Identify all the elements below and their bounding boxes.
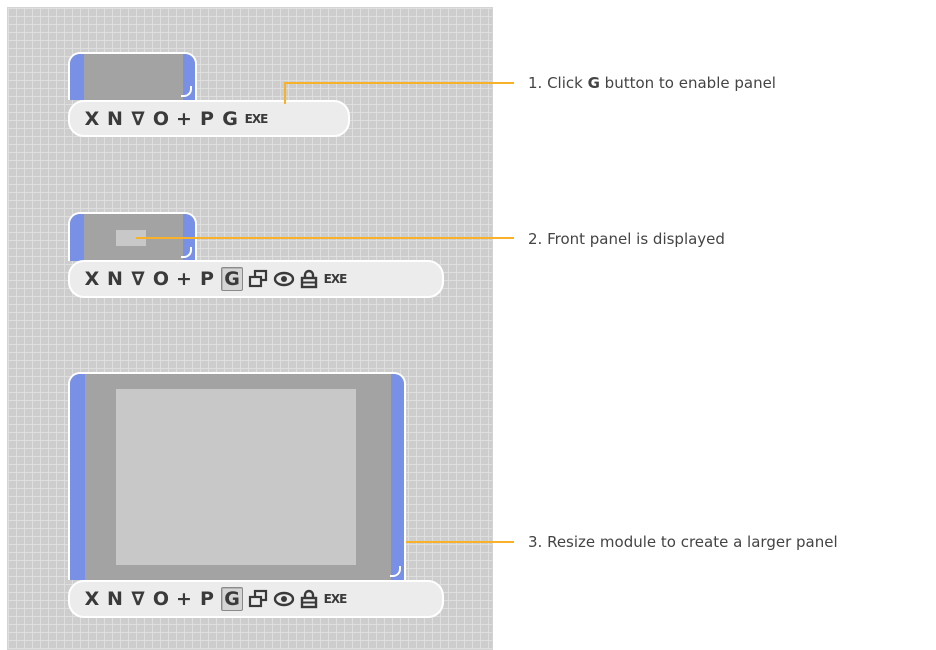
front-panel-resized [116,389,356,565]
p-button[interactable]: P [200,107,214,130]
resize-handle-icon[interactable] [181,86,192,97]
module-1-toolbar: X N ∇ O + P G EXE [68,100,350,137]
exe-button[interactable]: EXE [244,111,269,126]
n-button[interactable]: N [107,268,123,290]
callout-step-1: 1. Click G button to enable panel [528,74,776,92]
lock-icon[interactable] [300,267,318,291]
callout-step-3: 3. Resize module to create a larger pane… [528,533,838,551]
nabla-button[interactable]: ∇ [131,588,145,610]
g-button-active[interactable]: G [221,267,243,291]
module-3-screen [68,372,406,580]
blue-side-bar [70,374,85,580]
eye-icon[interactable] [273,587,295,611]
g-button-active[interactable]: G [221,587,243,611]
plus-button[interactable]: + [176,588,192,610]
resize-handle-icon[interactable] [181,247,192,258]
n-button[interactable]: N [107,588,123,610]
leader-line-3 [406,541,514,543]
front-panel [116,230,146,246]
leader-line-1-horizontal [284,82,514,84]
callout-step-1-suffix: button to enable panel [599,74,776,92]
plus-button[interactable]: + [176,107,192,130]
leader-line-2 [136,237,514,239]
n-button[interactable]: N [107,107,123,130]
exe-button[interactable]: EXE [323,592,348,606]
close-button[interactable]: X [84,588,100,610]
blue-side-bar [391,374,404,580]
resize-handle-icon[interactable] [390,566,401,577]
nabla-button[interactable]: ∇ [131,107,145,130]
p-button[interactable]: P [200,268,214,290]
o-button[interactable]: O [152,107,170,130]
module-2-toolbar: X N ∇ O + P G EXE [68,260,444,298]
nabla-button[interactable]: ∇ [131,268,145,290]
module-1-screen [68,52,197,100]
callout-step-2: 2. Front panel is displayed [528,230,725,248]
p-button[interactable]: P [200,588,214,610]
exe-button[interactable]: EXE [323,272,348,286]
close-button[interactable]: X [84,107,100,130]
leader-line-1-vertical [284,82,286,104]
blue-side-bar [70,214,84,261]
g-button[interactable]: G [222,107,238,130]
copy-windows-icon[interactable] [248,587,268,611]
eye-icon[interactable] [273,267,295,291]
blue-side-bar [70,54,84,100]
o-button[interactable]: O [152,268,170,290]
module-3-toolbar: X N ∇ O + P G EXE [68,580,444,618]
plus-button[interactable]: + [176,268,192,290]
callout-step-1-prefix: 1. Click [528,74,588,92]
lock-icon[interactable] [300,587,318,611]
callout-step-1-key: G [587,74,600,92]
o-button[interactable]: O [152,588,170,610]
copy-windows-icon[interactable] [248,267,268,291]
close-button[interactable]: X [84,268,100,290]
